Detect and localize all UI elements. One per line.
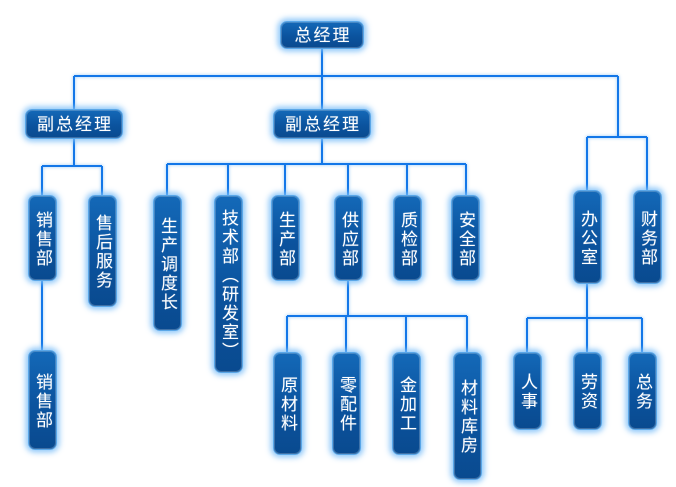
node-materials-warehouse: 材料库房: [453, 352, 482, 480]
node-quality-dept: 质检部: [393, 195, 422, 281]
node-production-dept: 生产部: [271, 195, 300, 281]
node-general-affairs: 总务: [628, 352, 657, 430]
node-tech-dept: 技术部（研发室）: [214, 195, 243, 373]
node-spare-parts: 零配件: [332, 352, 361, 455]
node-general-manager: 总经理: [280, 21, 364, 49]
node-labor-wages: 劳资: [573, 352, 602, 430]
node-safety-dept: 安全部: [451, 195, 480, 281]
node-finance-dept: 财务部: [633, 190, 662, 284]
node-vice-gm-left: 副总经理: [25, 109, 123, 139]
node-supply-dept: 供应部: [334, 195, 363, 281]
node-metal-processing: 金加工: [392, 352, 421, 455]
node-sales-dept: 销售部: [28, 195, 57, 281]
node-vice-gm-center: 副总经理: [273, 109, 371, 139]
node-personnel: 人事: [513, 352, 542, 430]
node-sales-dept-sub: 销售部: [28, 350, 57, 450]
node-production-dispatch: 生产调度长: [153, 195, 182, 331]
node-office: 办公室: [573, 190, 602, 284]
node-raw-materials: 原材料: [273, 352, 302, 455]
node-after-sales: 售后服务: [88, 195, 117, 307]
